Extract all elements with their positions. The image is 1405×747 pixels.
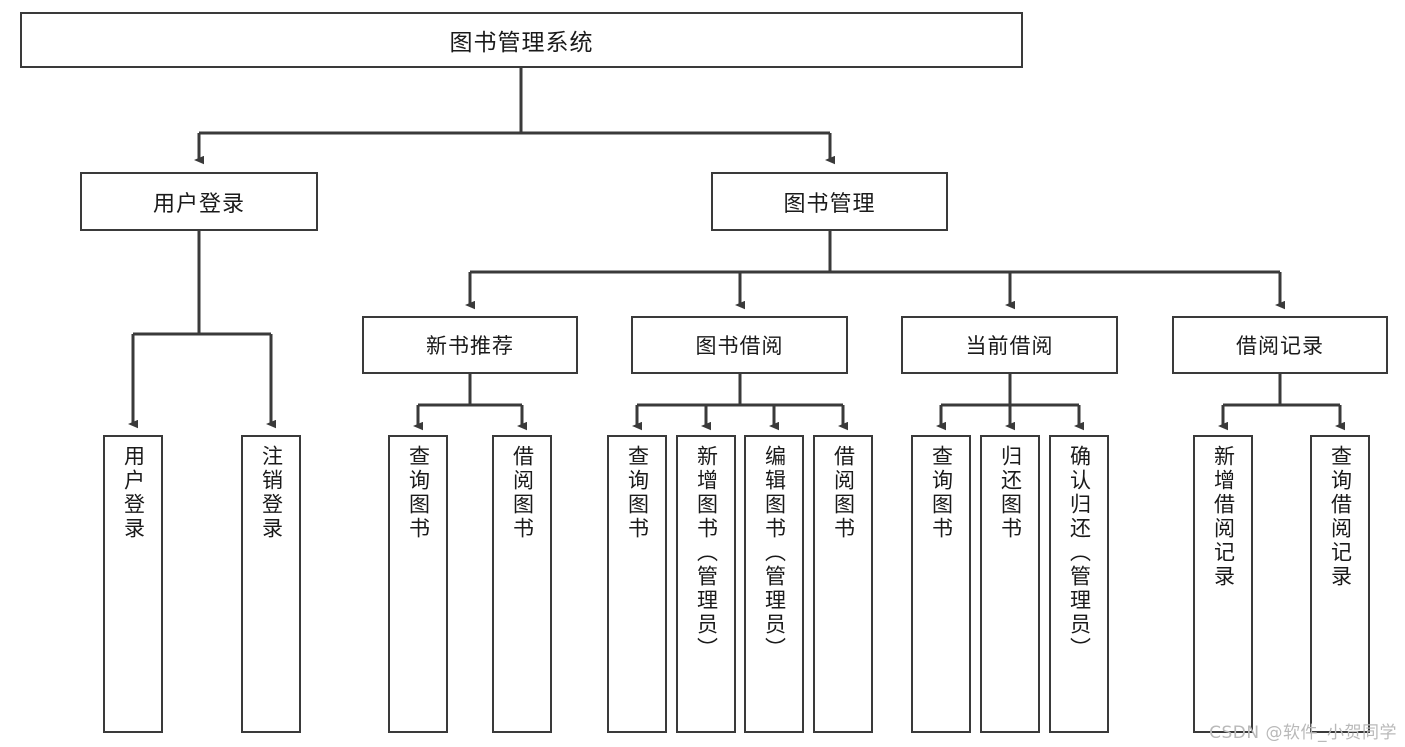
- node-label: 借阅记录: [1236, 334, 1324, 358]
- leaf-borrow-borrow-book[interactable]: 借阅图书: [813, 435, 873, 733]
- node-label: 查询借阅记录: [1328, 445, 1353, 589]
- node-label: 查询图书: [929, 445, 954, 541]
- leaf-borrow-query-book[interactable]: 查询图书: [607, 435, 667, 733]
- leaf-record-add-record[interactable]: 新增借阅记录: [1193, 435, 1253, 733]
- node-borrow-record[interactable]: 借阅记录: [1172, 316, 1388, 374]
- node-label: 用户登录: [152, 191, 245, 217]
- leaf-record-query-record[interactable]: 查询借阅记录: [1310, 435, 1370, 733]
- node-label: 新增借阅记录: [1211, 445, 1236, 589]
- node-label: 编辑图书（管理员）: [762, 445, 787, 661]
- node-label: 新书推荐: [426, 334, 514, 358]
- node-label: 归还图书: [998, 445, 1023, 541]
- leaf-borrow-add-book-admin[interactable]: 新增图书（管理员）: [676, 435, 736, 733]
- node-label: 注销登录: [259, 445, 284, 541]
- leaf-recommend-query-book[interactable]: 查询图书: [388, 435, 448, 733]
- node-label: 借阅图书: [831, 445, 856, 541]
- node-label: 用户登录: [121, 445, 146, 541]
- node-label: 确认归还（管理员）: [1067, 445, 1092, 661]
- node-user-login[interactable]: 用户登录: [80, 172, 318, 231]
- node-label: 查询图书: [625, 445, 650, 541]
- leaf-recommend-borrow-book[interactable]: 借阅图书: [492, 435, 552, 733]
- node-label: 图书管理: [783, 191, 876, 217]
- node-label: 新增图书（管理员）: [694, 445, 719, 661]
- node-new-book-recommend[interactable]: 新书推荐: [362, 316, 578, 374]
- leaf-current-return-book[interactable]: 归还图书: [980, 435, 1040, 733]
- leaf-current-confirm-return-admin[interactable]: 确认归还（管理员）: [1049, 435, 1109, 733]
- node-label: 图书借阅: [695, 334, 784, 358]
- node-book-management[interactable]: 图书管理: [711, 172, 948, 231]
- node-book-borrow[interactable]: 图书借阅: [631, 316, 848, 374]
- node-root-system[interactable]: 图书管理系统: [20, 12, 1023, 68]
- leaf-user-login-logout[interactable]: 注销登录: [241, 435, 301, 733]
- node-label: 当前借阅: [965, 334, 1054, 358]
- node-label: 查询图书: [406, 445, 431, 541]
- leaf-borrow-edit-book-admin[interactable]: 编辑图书（管理员）: [744, 435, 804, 733]
- csdn-watermark: CSDN @软件_小贺同学: [1209, 723, 1397, 743]
- leaf-user-login-login[interactable]: 用户登录: [103, 435, 163, 733]
- node-current-borrow[interactable]: 当前借阅: [901, 316, 1118, 374]
- node-label: 图书管理系统: [449, 30, 594, 56]
- node-label: 借阅图书: [510, 445, 535, 541]
- leaf-current-query-book[interactable]: 查询图书: [911, 435, 971, 733]
